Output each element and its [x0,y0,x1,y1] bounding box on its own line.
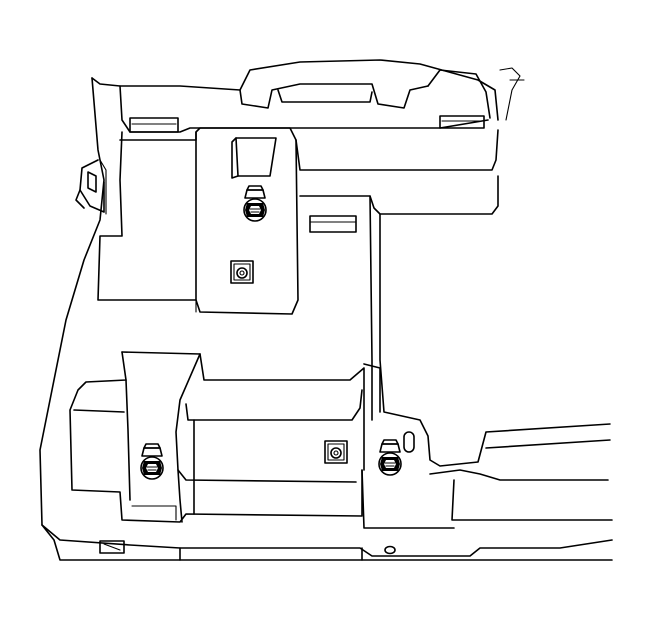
slot-window [309,215,357,233]
right-slot [403,431,415,453]
center-mount-plate [195,127,299,315]
bolt-icon [378,439,402,476]
bolt-icon [243,185,267,222]
left-bracket [75,159,107,215]
square-nut-icon [324,440,348,464]
square-nut-icon [230,260,254,284]
main-housing [39,77,613,557]
top-pads [129,115,485,133]
bottom-base [41,524,613,561]
bolt-icon [140,443,164,480]
lower-frame [69,351,381,523]
base-hole [384,545,396,555]
